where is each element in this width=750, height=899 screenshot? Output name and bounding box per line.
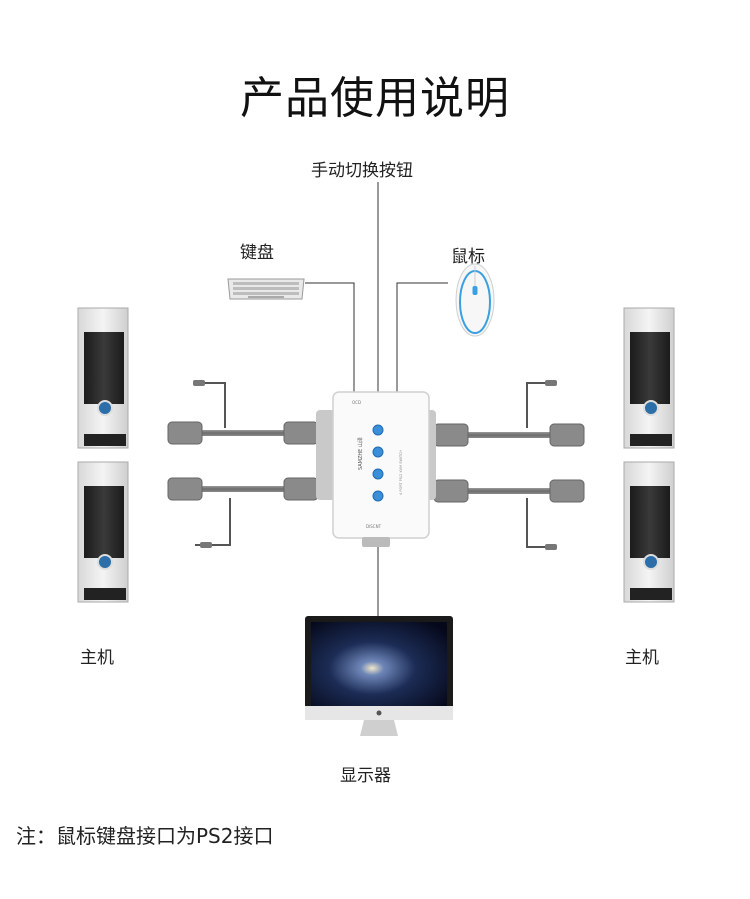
svg-text:DISCNT: DISCNT bbox=[366, 524, 382, 529]
svg-text:SAMZHE 山泽: SAMZHE 山泽 bbox=[357, 437, 364, 470]
port-2-button bbox=[373, 447, 383, 457]
mouse-label: 鼠标 bbox=[451, 242, 485, 267]
computer-tower-bottom-right bbox=[624, 462, 674, 602]
kvm-switch-box: OCD DISCNT SAMZHE 山泽 4 PORT PS/2 KVM SWI… bbox=[316, 392, 436, 547]
mouse-icon bbox=[456, 264, 494, 336]
port-3-button bbox=[373, 469, 383, 479]
computer-tower-top-left bbox=[78, 308, 128, 448]
mouse-line bbox=[397, 283, 448, 392]
port-4-button bbox=[373, 491, 383, 501]
host-left-label: 主机 bbox=[80, 643, 114, 668]
keyboard-icon bbox=[228, 279, 304, 299]
computer-tower-top-right bbox=[624, 308, 674, 448]
manual-switch-button-label: 手动切换按钮 bbox=[311, 156, 413, 181]
left-cables bbox=[168, 380, 322, 548]
svg-text:4 PORT PS/2 KVM SWITCH: 4 PORT PS/2 KVM SWITCH bbox=[399, 450, 403, 495]
keyboard-line bbox=[305, 283, 354, 392]
svg-text:OCD: OCD bbox=[352, 400, 361, 405]
monitor-label: 显示器 bbox=[340, 761, 391, 786]
keyboard-label: 键盘 bbox=[240, 238, 274, 263]
port-1-button bbox=[373, 425, 383, 435]
monitor-icon bbox=[305, 616, 453, 736]
footnote: 注：鼠标键盘接口为PS2接口 bbox=[16, 820, 273, 849]
host-right-label: 主机 bbox=[625, 643, 659, 668]
computer-tower-bottom-left bbox=[78, 462, 128, 602]
right-cables bbox=[430, 380, 584, 550]
